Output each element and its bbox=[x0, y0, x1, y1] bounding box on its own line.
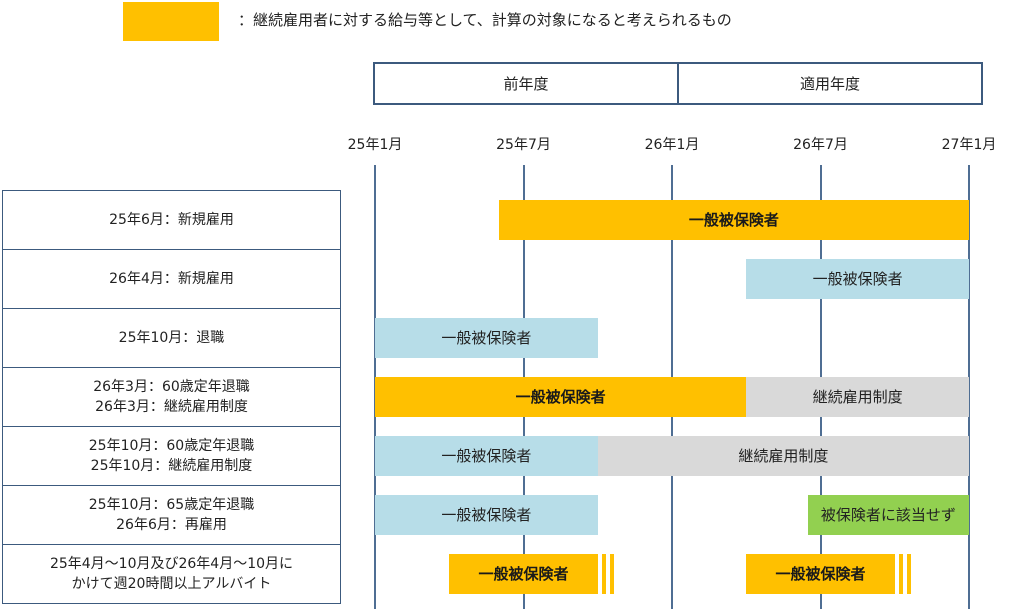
case-row-text: かけて週20時間以上アルバイト bbox=[71, 576, 272, 592]
period-bar-label: 一般被保険者 bbox=[441, 506, 532, 524]
case-row-text: 25年10月：継続雇用制度 bbox=[90, 458, 253, 474]
case-row-text: 26年6月：再雇用 bbox=[116, 517, 227, 533]
period-bar-gray: 継続雇用制度 bbox=[597, 435, 969, 476]
tick-label: 26年7月 bbox=[793, 137, 848, 153]
case-row-text: 26年3月：60歳定年退職 bbox=[93, 379, 250, 395]
period-bar-blue: 一般被保険者 bbox=[375, 494, 598, 535]
period-bar-label: 継続雇用制度 bbox=[738, 447, 829, 465]
continuation-stripe bbox=[898, 553, 903, 594]
period-bar-yellow: 一般被保険者 bbox=[449, 553, 598, 594]
tick-label: 25年7月 bbox=[496, 137, 551, 153]
timeline-gridline bbox=[968, 165, 970, 609]
period-bar-label: 一般被保険者 bbox=[775, 565, 866, 583]
period-bar-blue: 一般被保険者 bbox=[375, 317, 598, 358]
case-row-text: 25年10月：65歳定年退職 bbox=[88, 497, 255, 513]
legend-swatch bbox=[123, 2, 219, 41]
case-row-label: 25年10月：退職 bbox=[2, 308, 341, 368]
case-row-text: 25年6月：新規雇用 bbox=[109, 212, 234, 228]
period-bar-label: 一般被保険者 bbox=[478, 565, 569, 583]
case-row-text: 26年4月：新規雇用 bbox=[109, 271, 234, 287]
period-bar-label: 被保険者に該当せず bbox=[820, 506, 956, 524]
case-row-label: 25年10月：60歳定年退職 25年10月：継続雇用制度 bbox=[2, 426, 341, 486]
case-row-label: 25年10月：65歳定年退職 26年6月：再雇用 bbox=[2, 485, 341, 545]
period-applicable-year: 適用年度 bbox=[677, 62, 983, 105]
case-row-text: 25年4月～10月及び26年4月～10月に bbox=[49, 556, 294, 572]
case-row-text: 26年3月：継続雇用制度 bbox=[95, 399, 248, 415]
period-bar-label: 継続雇用制度 bbox=[812, 388, 903, 406]
tick-label: 26年1月 bbox=[644, 137, 700, 153]
case-row-text: 25年10月：60歳定年退職 bbox=[88, 438, 255, 454]
case-row-label: 26年3月：60歳定年退職 26年3月：継続雇用制度 bbox=[2, 367, 341, 427]
case-row-label: 25年6月：新規雇用 bbox=[2, 190, 341, 250]
period-previous-year: 前年度 bbox=[373, 62, 679, 105]
period-bar-yellow: 一般被保険者 bbox=[498, 199, 969, 240]
case-row-label: 26年4月：新規雇用 bbox=[2, 249, 341, 309]
period-bar-gray: 継続雇用制度 bbox=[746, 376, 969, 417]
continuation-stripe bbox=[906, 553, 911, 594]
period-bar-green: 被保険者に該当せず bbox=[807, 494, 969, 535]
period-bar-label: 一般被保険者 bbox=[812, 270, 903, 288]
case-row-text: 25年10月：退職 bbox=[118, 330, 225, 346]
period-bar-label: 一般被保険者 bbox=[515, 388, 606, 406]
period-bar-yellow: 一般被保険者 bbox=[375, 376, 747, 417]
legend-text: ：継続雇用者に対する給与等として、計算の対象になると考えられるもの bbox=[238, 11, 732, 29]
continuation-stripe bbox=[609, 553, 614, 594]
case-row-label: 25年4月～10月及び26年4月～10月にかけて週20時間以上アルバイト bbox=[2, 544, 341, 604]
period-bar-label: 一般被保険者 bbox=[441, 447, 532, 465]
period-bar-label: 一般被保険者 bbox=[441, 329, 532, 347]
period-bar-blue: 一般被保険者 bbox=[375, 435, 598, 476]
period-bar-yellow: 一般被保険者 bbox=[746, 553, 895, 594]
period-bar-blue: 一般被保険者 bbox=[746, 258, 969, 299]
tick-label: 25年1月 bbox=[347, 137, 403, 153]
continuation-stripe bbox=[601, 553, 606, 594]
tick-label: 27年1月 bbox=[941, 137, 997, 153]
period-bar-label: 一般被保険者 bbox=[688, 211, 779, 229]
